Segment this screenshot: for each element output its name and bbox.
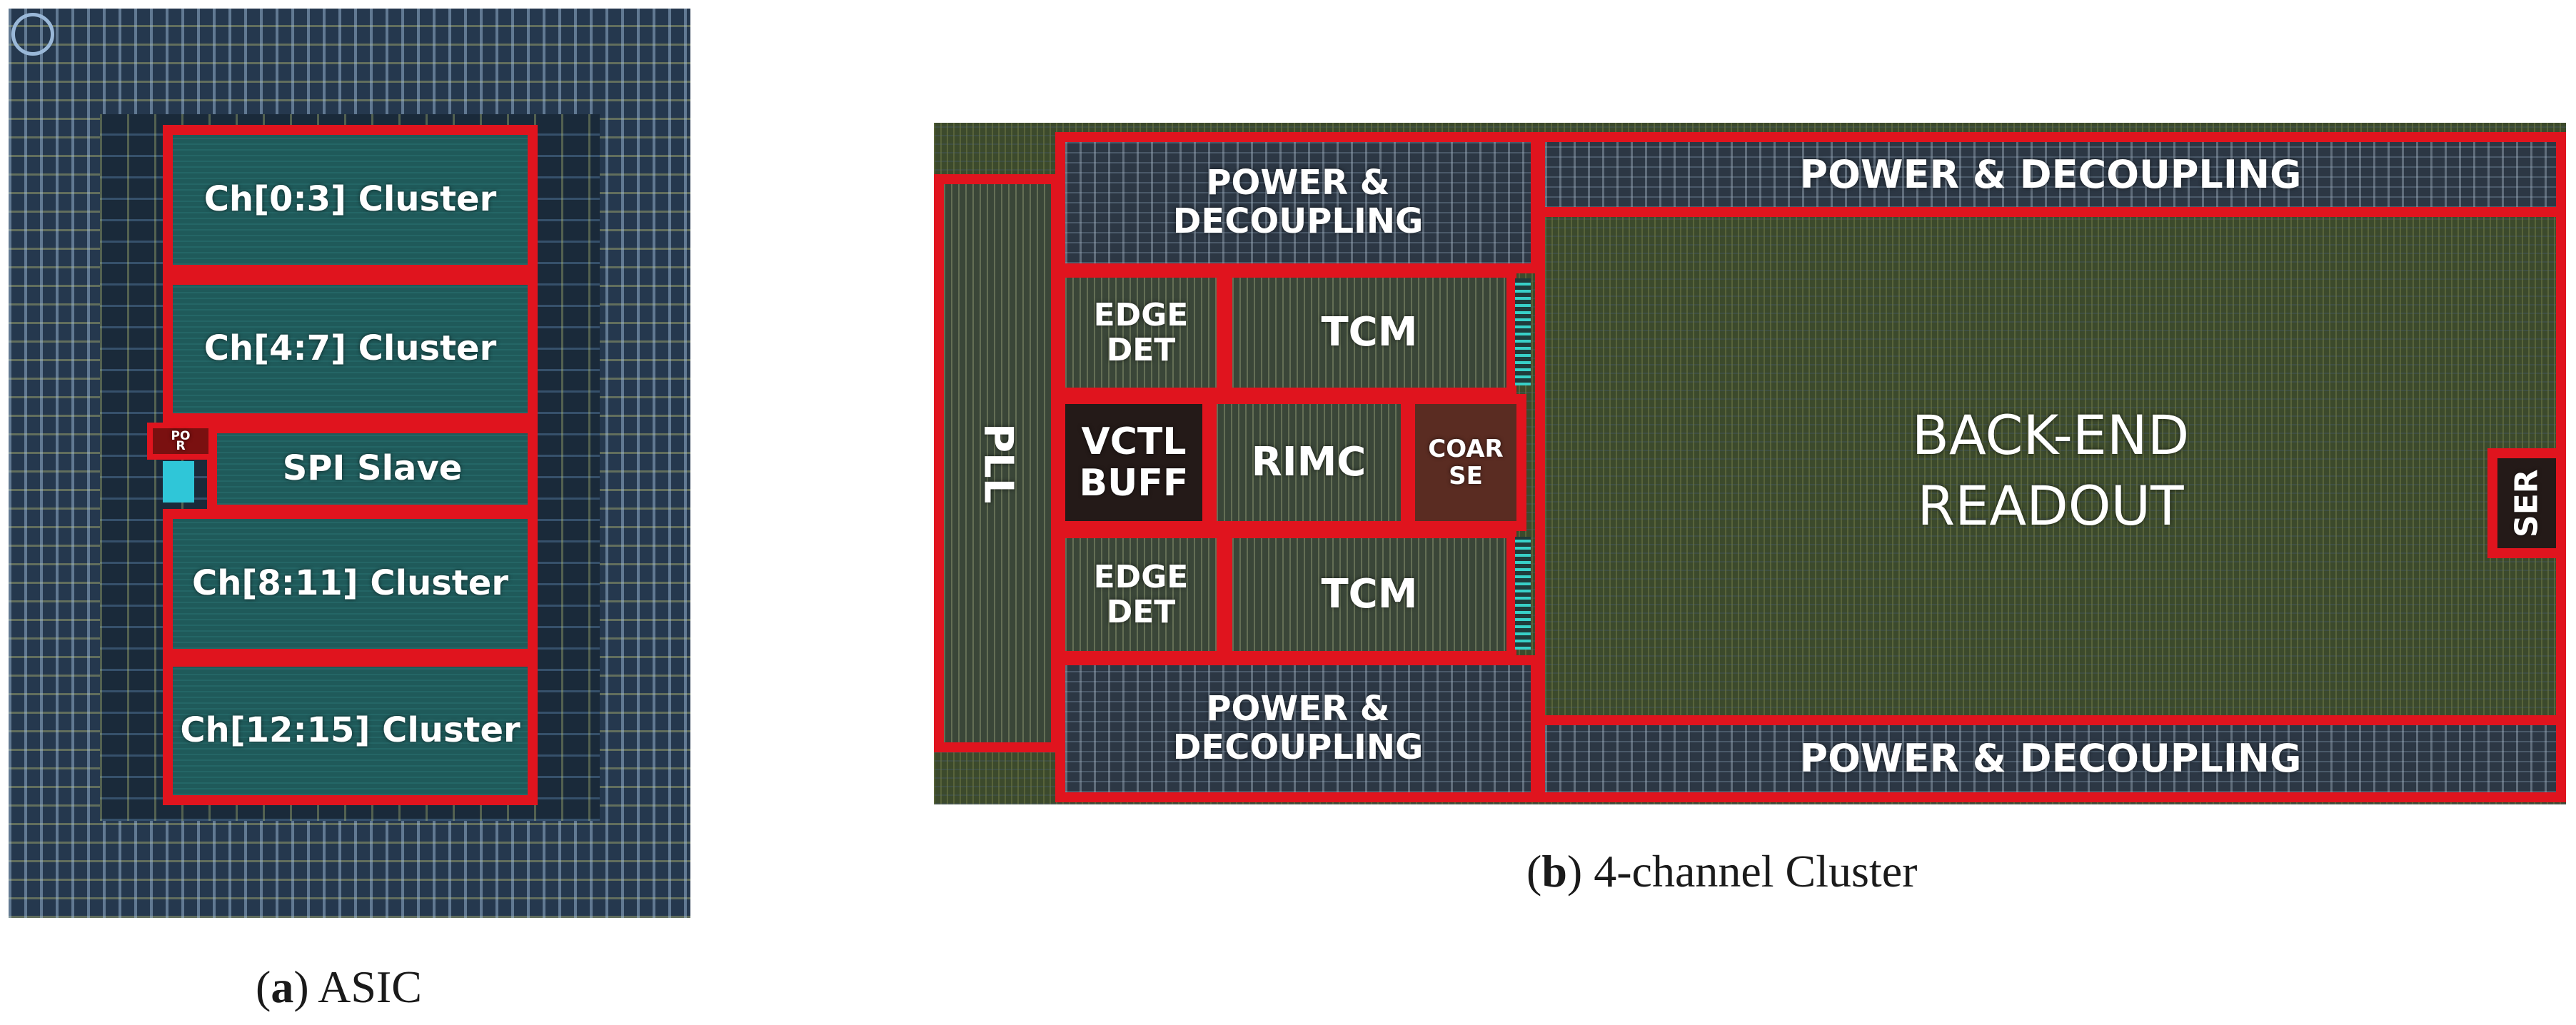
caption-a: (a) ASIC bbox=[256, 961, 422, 1012]
por-label: PO R bbox=[171, 428, 191, 453]
cluster-ch4-7-label: Ch[4:7] Cluster bbox=[203, 328, 497, 369]
cluster-ch8-11-label: Ch[8:11] Cluster bbox=[192, 563, 508, 604]
edge-det-top: EDGE DET bbox=[1055, 268, 1227, 398]
power-decoupling-right-bottom: POWER & DECOUPLING bbox=[1535, 715, 2566, 802]
rimc-block: RIMC bbox=[1207, 394, 1411, 531]
coarse-label: COAR SE bbox=[1428, 434, 1504, 490]
power-decoupling-right-top-label: POWER & DECOUPLING bbox=[1799, 151, 2302, 197]
asic-logo bbox=[11, 13, 54, 56]
edge-det-bottom-label: EDGE DET bbox=[1093, 558, 1189, 630]
pll-block: PLL bbox=[934, 174, 1061, 752]
backend-readout-label: BACK-END READOUT bbox=[1911, 403, 2190, 537]
ser-block: SER bbox=[2487, 448, 2566, 558]
cluster-ch12-15: Ch[12:15] Cluster bbox=[163, 657, 538, 805]
coarse-block: COAR SE bbox=[1405, 394, 1526, 531]
backend-readout-block: BACK-END READOUT bbox=[1535, 207, 2566, 735]
cluster-ch0-3: Ch[0:3] Cluster bbox=[163, 125, 538, 275]
spi-slave-label: SPI Slave bbox=[282, 448, 463, 489]
power-decoupling-left-bottom: POWER & DECOUPLING bbox=[1055, 655, 1541, 802]
vctl-buff-label: VCTL BUFF bbox=[1079, 420, 1189, 505]
power-decoupling-left-top-label: POWER & DECOUPLING bbox=[1172, 163, 1424, 241]
cyan-strip-bottom bbox=[1515, 537, 1531, 650]
power-decoupling-left-top: POWER & DECOUPLING bbox=[1055, 132, 1541, 273]
edge-det-bottom: EDGE DET bbox=[1055, 528, 1227, 661]
tcm-bottom-label: TCM bbox=[1321, 570, 1418, 617]
tcm-top-label: TCM bbox=[1321, 308, 1418, 355]
por-cyan-marker bbox=[163, 461, 194, 503]
cluster-ch8-11: Ch[8:11] Cluster bbox=[163, 509, 538, 659]
power-decoupling-right-top: POWER & DECOUPLING bbox=[1535, 132, 2566, 218]
cluster-ch0-3-label: Ch[0:3] Cluster bbox=[203, 179, 497, 220]
cyan-strip-top bbox=[1515, 278, 1531, 385]
edge-det-top-label: EDGE DET bbox=[1093, 296, 1189, 368]
rimc-label: RIMC bbox=[1251, 438, 1367, 485]
cluster-ch12-15-label: Ch[12:15] Cluster bbox=[180, 710, 520, 751]
pll-label: PLL bbox=[975, 423, 1022, 504]
spi-slave-block: SPI Slave bbox=[207, 423, 538, 515]
power-decoupling-right-bottom-label: POWER & DECOUPLING bbox=[1799, 735, 2302, 781]
cluster-ch4-7: Ch[4:7] Cluster bbox=[163, 275, 538, 423]
caption-b: (b) 4-channel Cluster bbox=[1526, 846, 1918, 897]
power-decoupling-left-bottom-label: POWER & DECOUPLING bbox=[1172, 689, 1424, 767]
ser-label: SER bbox=[2508, 469, 2545, 537]
tcm-top: TCM bbox=[1222, 268, 1516, 398]
por-block: PO R bbox=[147, 423, 214, 460]
tcm-bottom: TCM bbox=[1222, 528, 1516, 661]
vctl-buff-block: VCTL BUFF bbox=[1055, 394, 1212, 531]
